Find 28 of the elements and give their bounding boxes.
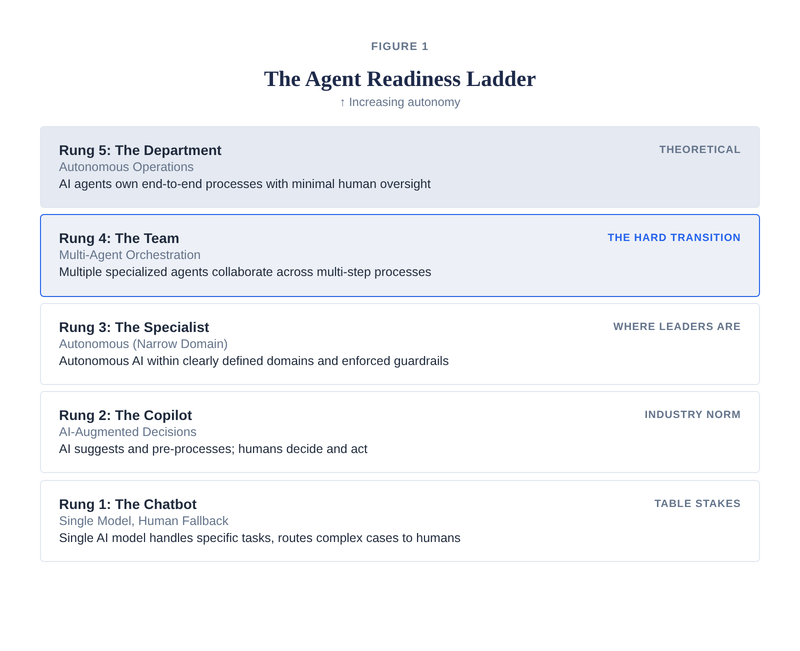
rung-subtitle: Single Model, Human Fallback [59,513,229,530]
status-label: THEORETICAL [659,143,741,158]
rung-subtitle: Autonomous Operations [59,159,194,176]
rung-description: Single AI model handles specific tasks, routes complex cases to humans [59,530,461,547]
figure-title: The Agent Readiness Ladder [264,66,536,91]
rung-subtitle: Autonomous (Narrow Domain) [59,336,228,353]
status-label: INDUSTRY NORM [644,408,741,423]
rung-subtitle: Multi-Agent Orchestration [59,247,201,264]
direction-note: ↑ Increasing autonomy [340,95,460,109]
rung-title: Rung 4: The Team [59,229,180,247]
rung-subtitle: AI-Augmented Decisions [59,424,197,441]
rung-description: AI agents own end-to-end processes with minimal human oversight [59,176,431,193]
rung-card [40,303,760,385]
rung-description: AI suggests and pre-processes; humans decide and act [59,441,368,458]
status-label: TABLE STAKES [654,497,741,512]
rung-card [40,391,760,473]
rung-title: Rung 3: The Specialist [59,318,210,336]
figure-number: FIGURE 1 [371,41,429,53]
rung-description: Multiple specialized agents collaborate across multi-step processes [59,264,432,281]
rung-card [40,480,760,562]
rung-card [40,214,760,297]
rung-title: Rung 5: The Department [59,141,222,159]
rung-card [40,126,760,208]
rung-description: Autonomous AI within clearly defined domains and enforced guardrails [59,353,449,370]
rung-title: Rung 1: The Chatbot [59,495,197,513]
status-label: THE HARD TRANSITION [608,231,741,246]
rung-title: Rung 2: The Copilot [59,406,192,424]
status-label: WHERE LEADERS ARE [613,320,741,335]
